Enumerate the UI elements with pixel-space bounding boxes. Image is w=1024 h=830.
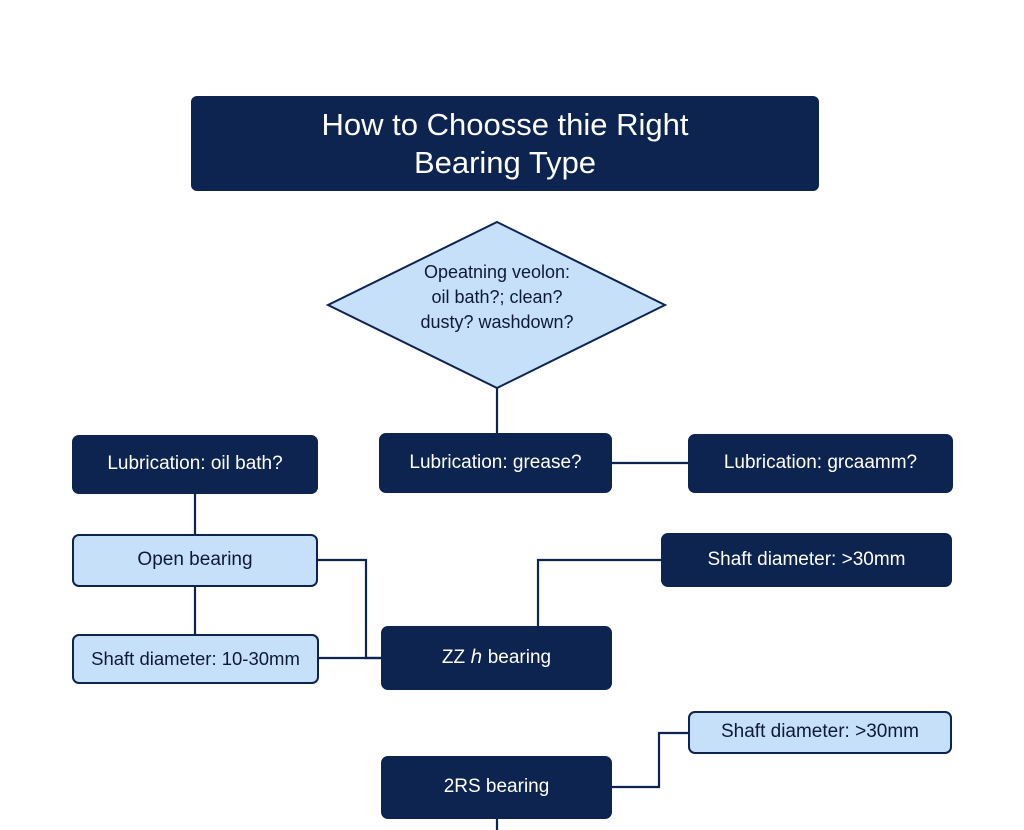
connector-open-to-zz xyxy=(317,558,381,660)
connector-2rs-to-shaft-right-lower xyxy=(612,731,689,789)
node-label: Shaft diameter: 10-30mm xyxy=(91,647,300,669)
node-label: ZZ ℎ bearing xyxy=(441,646,552,668)
title-line-2: Bearing Type xyxy=(413,144,597,180)
node-shaft-diameter-left: Shaft diameter: 10-30mm xyxy=(72,634,319,684)
node-label: Lubrication: grease? xyxy=(409,451,582,473)
node-shaft-diameter-right-upper: Shaft diameter: >30mm xyxy=(661,533,952,587)
node-label: Lubrication: grcaamm? xyxy=(723,452,918,474)
node-label: Open bearing xyxy=(137,549,253,571)
node-shaft-diameter-right-lower: Shaft diameter: >30mm xyxy=(688,711,952,754)
node-zz-bearing: ZZ ℎ bearing xyxy=(381,626,612,690)
node-label: Shaft diameter: >30mm xyxy=(720,721,919,743)
node-lubrication-oil-bath: Lubrication: oil bath? xyxy=(72,435,318,494)
decision-line-3: dusty? washdown? xyxy=(420,312,574,333)
title-line-1: How to Choosse thie Right xyxy=(321,106,689,142)
node-label: Lubrication: oil bath? xyxy=(107,453,283,475)
node-label: Shaft diameter: >30mm xyxy=(707,548,906,570)
node-lubrication-right: Lubrication: grcaamm? xyxy=(688,434,953,493)
connector-zz-to-shaft-right-upper xyxy=(536,558,661,627)
node-lubrication-grease: Lubrication: grease? xyxy=(379,433,612,493)
decision-text: Opeatning veolon: oil bath?; clean? dust… xyxy=(378,260,616,336)
node-open-bearing: Open bearing xyxy=(72,534,318,587)
node-2rs-bearing: 2RS bearing xyxy=(381,756,612,819)
decision-line-2: oil bath?; clean? xyxy=(431,287,563,308)
node-label: 2RS bearing xyxy=(443,776,550,798)
decision-line-1: Opeatning veolon: xyxy=(423,262,571,282)
page-title: How to Choosse thie Right Bearing Type xyxy=(191,96,819,191)
